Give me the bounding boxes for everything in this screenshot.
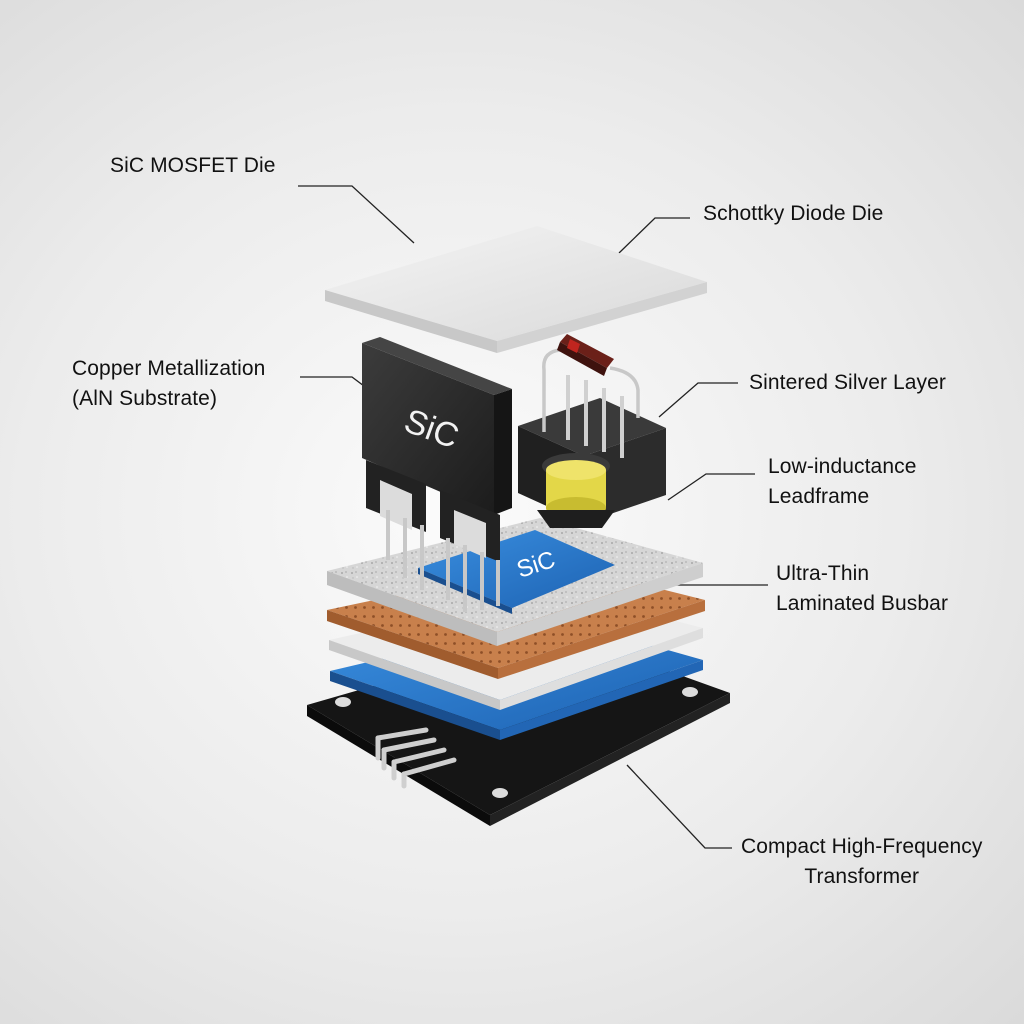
sic-mosfet-die-plate — [325, 226, 707, 353]
callout-line: Ultra-Thin — [776, 562, 870, 585]
callout-line: SiC MOSFET Die — [110, 154, 276, 177]
leader-sic-mosfet-die — [298, 185, 415, 244]
callout-line: Laminated Busbar — [776, 592, 949, 615]
callout-line: Leadframe — [768, 485, 870, 508]
callout-line: Copper Metallization — [72, 357, 266, 380]
sic-mosfet-package: SiC — [362, 337, 512, 612]
callout-line: Sintered Silver Layer — [749, 371, 947, 394]
callout-line: Schottky Diode Die — [703, 202, 884, 225]
leadframe-inductor-assembly — [518, 334, 666, 528]
mount-hole — [492, 788, 508, 798]
leader-lines — [298, 185, 768, 849]
callout-line: (AlN Substrate) — [72, 387, 218, 410]
mount-hole — [682, 687, 698, 697]
callout-low-inductance-leadframe: Low-inductance Leadframe — [768, 452, 917, 512]
callout-schottky-diode-die: Schottky Diode Die — [703, 199, 883, 229]
callout-transformer: Compact High-Frequency Transformer — [741, 832, 982, 892]
callout-line: Compact High-Frequency — [741, 835, 983, 858]
callout-line: Transformer — [804, 865, 920, 888]
callout-copper-metallization: Copper Metallization (AlN Substrate) — [72, 354, 265, 414]
leader-schottky-diode-die — [618, 217, 690, 254]
leader-transformer — [626, 764, 732, 849]
callout-ultra-thin-busbar: Ultra-Thin Laminated Busbar — [776, 559, 948, 619]
leadframe-pins — [375, 727, 457, 789]
leader-leadframe — [667, 473, 755, 501]
callout-line: Low-inductance — [768, 455, 917, 478]
leader-sintered-silver — [658, 382, 738, 418]
callout-sintered-silver-layer: Sintered Silver Layer — [749, 368, 946, 398]
callout-sic-mosfet-die: SiC MOSFET Die — [110, 151, 276, 181]
mount-hole — [335, 697, 351, 707]
schottky-diode — [557, 334, 614, 376]
